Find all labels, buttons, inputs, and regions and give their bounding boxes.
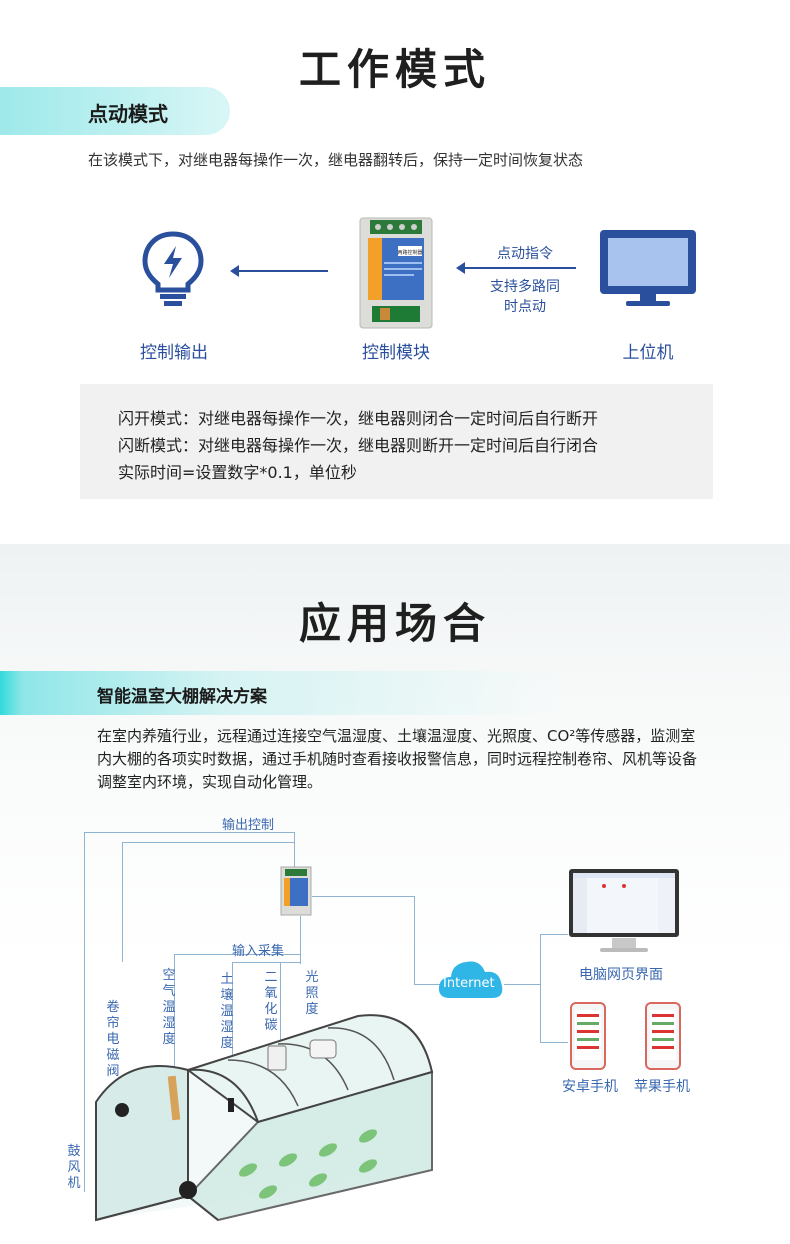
input-line [174, 954, 300, 955]
internet-label: Internet [443, 976, 495, 991]
output-line-top [84, 832, 294, 833]
cloud-out-line [504, 984, 540, 985]
time-formula-note: 实际时间=设置数字*0.1，单位秒 [118, 463, 357, 482]
iphone-image [645, 1002, 681, 1070]
module-screen-text: 两路控制器 [397, 249, 422, 256]
host-computer-label: 上位机 [622, 343, 674, 363]
input-line-co2 [280, 962, 281, 1042]
pc-web-label: 电脑网页界面 [579, 967, 663, 983]
net-line-to-cloud [414, 984, 444, 985]
lightbulb-icon [142, 231, 204, 306]
co2-label: 二氧化碳 [264, 970, 278, 1033]
output-control-label: 输出控制 [222, 818, 275, 833]
flash-open-note: 闪开模式：对继电器每操作一次，继电器则闭合一定时间后自行断开 [118, 409, 599, 428]
work-mode-title: 工作模式 [298, 45, 491, 94]
output-line-drop [294, 832, 295, 868]
android-phone-label: 安卓手机 [562, 1079, 618, 1095]
greenhouse-description: 在室内养殖行业，远程通过连接空气温湿度、土壤温湿度、光照度、CO²等传感器，监测… [97, 727, 698, 791]
curtain-valve-label: 卷帘电磁阀 [106, 1000, 120, 1079]
multi-channel-label-1: 支持多路同 [490, 279, 560, 295]
output-line-inner-v [122, 842, 123, 962]
net-line-v [414, 896, 415, 984]
application-title: 应用场合 [298, 599, 491, 648]
input-collect-label: 输入采集 [232, 944, 285, 959]
blower-label: 鼓风机 [67, 1144, 81, 1191]
pc-monitor-image [569, 869, 679, 952]
internet-cloud-icon [438, 961, 503, 998]
command-arrow [456, 262, 576, 274]
line-to-pc [540, 934, 568, 935]
inching-mode-label: 点动模式 [88, 102, 168, 126]
input-line-soil [232, 962, 233, 1102]
air-temp-humidity-label: 空气温湿度 [162, 968, 176, 1047]
input-line-branch [232, 962, 300, 963]
small-relay-module-image [280, 866, 312, 916]
flash-mode-notes: 闪开模式：对继电器每操作一次，继电器则闭合一定时间后自行断开 闪断模式：对继电器… [80, 384, 713, 499]
control-module-label: 控制模块 [362, 343, 430, 363]
soil-temp-humidity-label: 土壤温湿度 [220, 972, 234, 1051]
flash-close-note: 闪断模式：对继电器每操作一次，继电器则断开一定时间后自行闭合 [118, 436, 599, 455]
control-output-label: 控制输出 [140, 343, 208, 363]
line-to-phones [540, 1042, 568, 1043]
inching-mode-tag: 点动模式 [0, 87, 230, 135]
monitor-icon [600, 230, 696, 306]
output-arrow [230, 265, 328, 277]
greenhouse-illustration [95, 1014, 434, 1222]
greenhouse-solution-label: 智能温室大棚解决方案 [97, 687, 267, 707]
input-line-air [174, 954, 175, 1084]
inching-mode-description: 在该模式下，对继电器每操作一次，继电器翻转后，保持一定时间恢复状态 [88, 151, 584, 169]
input-line-main [300, 916, 301, 964]
iphone-label: 苹果手机 [634, 1079, 690, 1095]
work-mode-section: 工作模式 点动模式 在该模式下，对继电器每操作一次，继电器翻转后，保持一定时间恢… [0, 0, 790, 544]
output-line-left [84, 832, 85, 1192]
inching-command-label: 点动指令 [497, 246, 553, 262]
multi-channel-label-2: 时点动 [504, 299, 546, 315]
output-line-inner [122, 842, 294, 843]
light-label: 光照度 [305, 970, 319, 1017]
relay-module-image: 两路控制器 [359, 217, 433, 329]
net-line-h [312, 896, 414, 897]
greenhouse-solution-tag: 智能温室大棚解决方案 [0, 671, 560, 715]
android-phone-image [570, 1002, 606, 1070]
cloud-split-line [540, 934, 541, 1042]
